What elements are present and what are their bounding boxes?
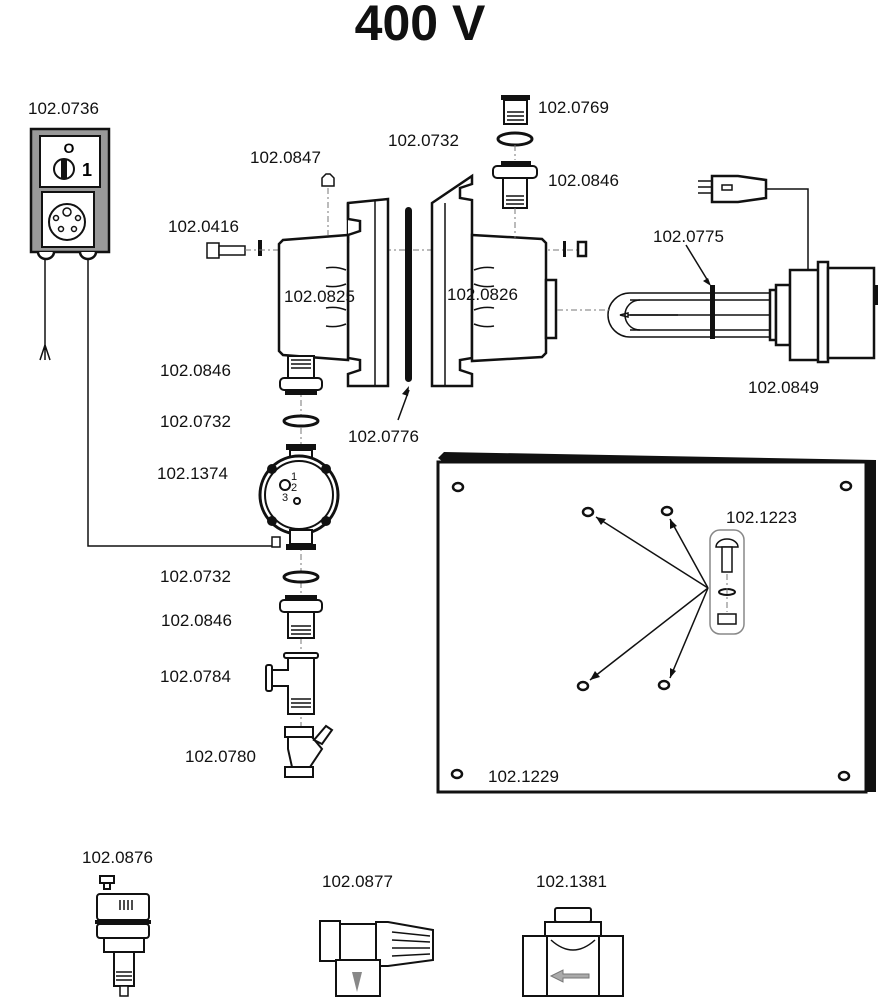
label-check-valve: 102.1381 — [536, 872, 607, 891]
diagram-title: 400 V — [355, 0, 486, 51]
heater-element[interactable]: 102.0849 — [607, 174, 878, 397]
label-mounting-kit: 102.1223 — [726, 508, 797, 527]
tee[interactable]: 102.0784 — [160, 652, 319, 715]
label-oring-right: 102.0732 — [388, 131, 459, 150]
nipple-upper[interactable]: 102.0846 — [160, 355, 323, 395]
label-control-box: 102.0736 — [28, 99, 99, 118]
label-plug-right: 102.0769 — [538, 98, 609, 117]
label-tee: 102.0784 — [160, 667, 231, 686]
label-nipple-upper: 102.0846 — [160, 361, 231, 380]
check-valve[interactable]: 102.1381 — [522, 872, 624, 997]
nipple-lower[interactable]: 102.0846 — [161, 595, 323, 639]
gasket-middle[interactable]: 102.0776 — [348, 207, 419, 446]
label-housing-left: 102.0825 — [284, 287, 355, 306]
label-oring-upper: 102.0732 — [160, 412, 231, 431]
label-heater-oring: 102.0775 — [653, 227, 724, 246]
label-plug-top: 102.0847 — [250, 148, 321, 167]
flow-arrow-icon — [549, 969, 590, 983]
oring-right[interactable]: 102.0732 — [388, 131, 534, 150]
label-nipple-lower: 102.0846 — [161, 611, 232, 630]
label-filter: 102.0780 — [185, 747, 256, 766]
label-housing-right: 102.0826 — [447, 285, 518, 304]
label-safety-valve: 102.0877 — [322, 872, 393, 891]
plug-right[interactable]: 102.0769 — [501, 95, 609, 125]
housing-left[interactable]: 102.0825 — [277, 197, 390, 388]
label-nipple-right: 102.0846 — [548, 171, 619, 190]
pump-position-2: 2 — [291, 482, 297, 494]
switch-off-mark: O — [64, 140, 75, 156]
mounting-plate[interactable]: 102.1229 — [436, 452, 876, 794]
plug-top[interactable]: 102.0847 — [250, 148, 335, 235]
label-mounting-plate: 102.1229 — [488, 767, 559, 786]
filter[interactable]: 102.0780 — [185, 724, 334, 778]
control-cable — [87, 258, 280, 547]
pump-position-1: 1 — [291, 471, 297, 483]
switch-on-mark: 1 — [82, 160, 92, 180]
air-vent[interactable]: 102.0876 — [82, 848, 153, 997]
bolt[interactable]: 102.0416 — [168, 217, 262, 259]
mounting-holes — [450, 480, 853, 782]
pump[interactable]: 102.1374 1 2 3 — [157, 444, 340, 550]
flow-direction-icon — [352, 972, 362, 992]
label-air-vent: 102.0876 — [82, 848, 153, 867]
housing-right[interactable]: 102.0826 — [430, 173, 588, 388]
oring-lower[interactable]: 102.0732 — [160, 567, 320, 586]
pointer-arrows — [589, 516, 709, 681]
heater-oring[interactable]: 102.0775 — [653, 227, 724, 286]
control-box[interactable]: 102.0736 O 1 — [28, 99, 280, 547]
label-gasket-middle: 102.0776 — [348, 427, 419, 446]
oring-upper[interactable]: 102.0732 — [160, 412, 320, 431]
mounting-kit[interactable]: 102.1223 — [709, 508, 797, 635]
label-bolt: 102.0416 — [168, 217, 239, 236]
nipple-right[interactable]: 102.0846 — [492, 161, 619, 209]
pump-position-3: 3 — [282, 492, 288, 504]
safety-valve[interactable]: 102.0877 — [319, 872, 434, 997]
label-pump: 102.1374 — [157, 464, 228, 483]
label-oring-lower: 102.0732 — [160, 567, 231, 586]
label-heater-element: 102.0849 — [748, 378, 819, 397]
